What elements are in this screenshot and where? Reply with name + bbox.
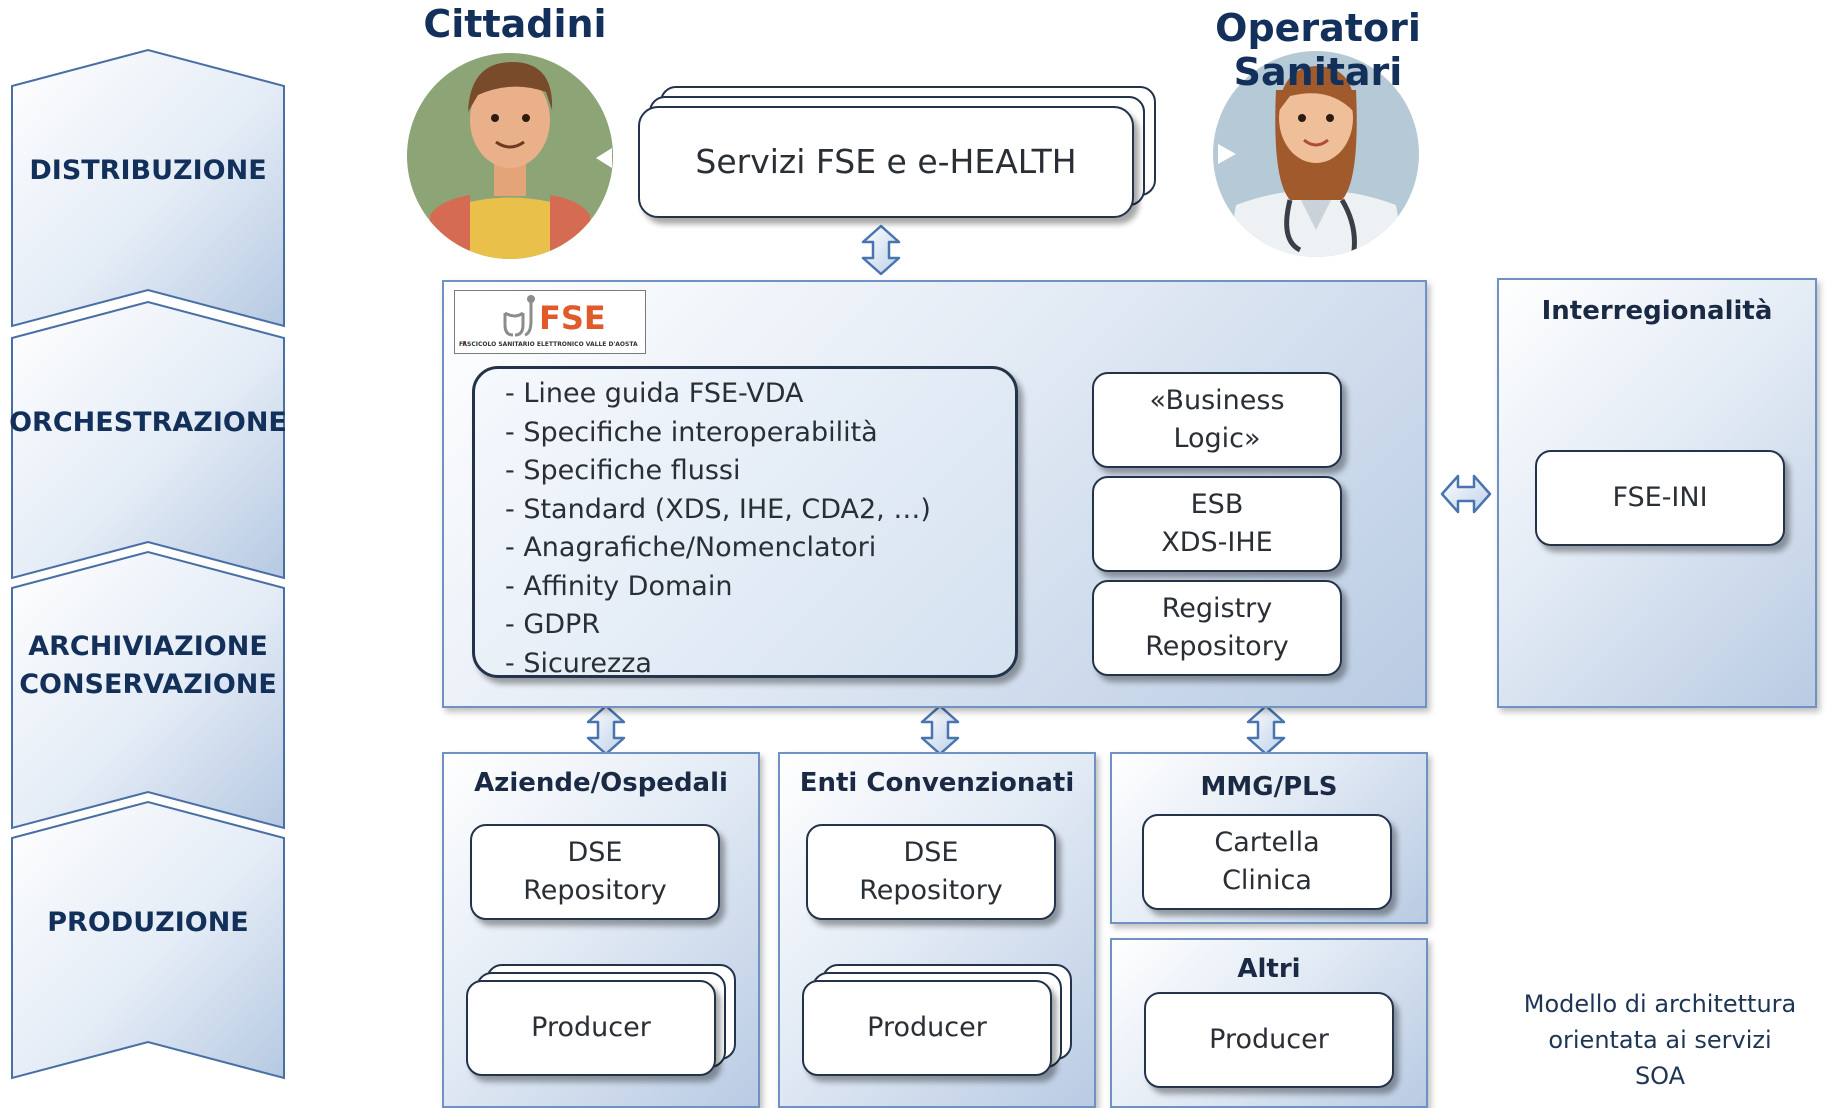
- guideline-item: - Linee guida FSE-VDA: [505, 378, 804, 409]
- architecture-caption: Modello di architettura orientata ai ser…: [1523, 990, 1797, 1090]
- fse-logo: FSE FASCICOLO SANITARIO ELETTRONICO VALL…: [454, 290, 646, 354]
- phase-label-archiviazione: ARCHIVIAZIONE CONSERVAZIONE: [19, 631, 277, 700]
- phase-chevron-distribuzione: [11, 48, 285, 328]
- cittadini-title: Cittadini: [423, 2, 607, 46]
- double-arrow-services: [861, 224, 901, 276]
- phase-label-orchestrazione: ORCHESTRAZIONE: [9, 407, 287, 438]
- guideline-item: - Specifiche interoperabilità: [505, 416, 878, 448]
- enti-dse-repository-box: DSE Repository: [806, 824, 1056, 920]
- phase-chevron-produzione: [11, 800, 285, 1080]
- interregional-title: Interregionalità: [1541, 296, 1773, 326]
- phase-chevron-orchestrazione: [11, 300, 285, 580]
- mmg-title: MMG/PLS: [1200, 772, 1338, 802]
- doctor-avatar: [1213, 51, 1419, 257]
- operatori-title: Operatori Sanitari: [1215, 6, 1421, 94]
- aziende-producer-stack: Producer: [466, 964, 738, 1080]
- arrow-to-operators: [1218, 144, 1236, 164]
- fse-ini-box: FSE-INI: [1535, 450, 1785, 546]
- logo-text: FSE: [539, 299, 606, 337]
- enti-producer-box: Producer: [802, 980, 1052, 1076]
- esb-box: ESB XDS-IHE: [1092, 476, 1342, 572]
- mmg-panel: MMG/PLS Cartella Clinica: [1110, 752, 1428, 924]
- guideline-item: - Standard (XDS, IHE, CDA2, …): [505, 493, 931, 525]
- phase-label-produzione: PRODUZIONE: [47, 907, 249, 938]
- altri-producer-box: Producer: [1144, 992, 1394, 1088]
- aziende-producer-box: Producer: [466, 980, 716, 1076]
- arrow-to-citizen: [596, 148, 612, 168]
- double-arrow-mmg: [1246, 704, 1286, 756]
- interregional-panel: Interregionalità FSE-INI: [1497, 278, 1817, 708]
- guideline-item: - Anagrafiche/Nomenclatori: [505, 532, 877, 563]
- citizen-avatar: [407, 53, 613, 259]
- double-arrow-enti: [920, 704, 960, 756]
- double-arrow-interregional: [1440, 474, 1492, 514]
- guideline-item: - Specifiche flussi: [505, 455, 741, 486]
- altri-panel: Altri Producer: [1110, 938, 1428, 1108]
- phase-chevron-archiviazione: [11, 550, 285, 830]
- enti-title: Enti Convenzionati: [799, 768, 1075, 798]
- services-box: Servizi FSE e e-HEALTH: [638, 106, 1134, 218]
- aziende-panel: Aziende/Ospedali DSE Repository Producer: [442, 752, 760, 1108]
- services-stack[interactable]: Servizi FSE e e-HEALTH: [638, 86, 1158, 222]
- logo-caption: FASCICOLO SANITARIO ELETTRONICO VALLE D'…: [459, 341, 638, 348]
- business-logic-box: «Business Logic»: [1092, 372, 1342, 468]
- guideline-item: - Affinity Domain: [505, 570, 733, 602]
- aziende-dse-repository-box: DSE Repository: [470, 824, 720, 920]
- aziende-title: Aziende/Ospedali: [474, 768, 728, 798]
- stethoscope-icon: [463, 295, 535, 344]
- double-arrow-aziende: [586, 704, 626, 756]
- cartella-clinica-box: Cartella Clinica: [1142, 814, 1392, 910]
- enti-producer-stack: Producer: [802, 964, 1074, 1080]
- altri-title: Altri: [1237, 954, 1301, 984]
- phase-label-distribuzione: DISTRIBUZIONE: [29, 155, 267, 186]
- enti-panel: Enti Convenzionati DSE Repository Produc…: [778, 752, 1096, 1108]
- guideline-item: - GDPR: [505, 609, 601, 640]
- guideline-item: - Sicurezza: [505, 647, 652, 679]
- registry-repository-box: Registry Repository: [1092, 580, 1342, 676]
- guidelines-list: - Linee guida FSE-VDA - Specifiche inter…: [472, 366, 1018, 679]
